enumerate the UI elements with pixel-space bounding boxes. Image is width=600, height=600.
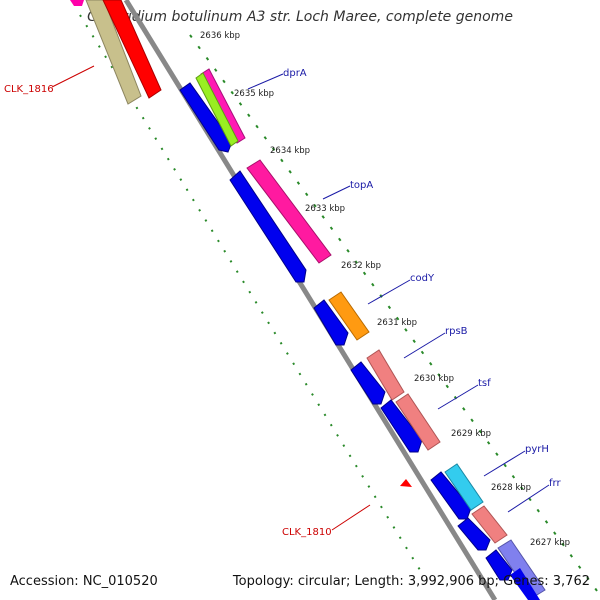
topA-cds — [229, 170, 307, 283]
tick-label-2632: 2632 kbp — [341, 261, 381, 271]
pyrH-cds — [430, 471, 472, 520]
outer-dotted-guide — [79, 14, 421, 571]
bottom-feature-2 — [510, 568, 540, 600]
codY-leader — [367, 279, 411, 305]
clk-1816-leader — [51, 65, 95, 88]
rpsB-leader — [403, 332, 446, 359]
outer-label-clk-1816: CLK_1816 — [4, 84, 54, 95]
clk-1816-feature-b — [102, 0, 162, 99]
codY-cds — [313, 299, 349, 346]
tick-label-2633: 2633 kbp — [305, 204, 345, 214]
tick-label-2634: 2634 kbp — [270, 146, 310, 156]
tsf-cds — [380, 399, 423, 453]
tick-label-2629: 2629 kbp — [451, 429, 491, 439]
tick-label-2635: 2635 kbp — [234, 89, 274, 99]
gene-label-frr: frr — [549, 478, 561, 489]
tick-label-2630: 2630 kbp — [414, 374, 454, 384]
clk-1816-feature-a — [85, 0, 142, 105]
frr-leader — [507, 484, 550, 513]
inner-dotted-guide — [189, 34, 600, 596]
gene-label-topA: topA — [350, 180, 373, 191]
pyrH-leader — [483, 450, 526, 477]
tick-label-2636: 2636 kbp — [200, 31, 240, 41]
dprA-cds — [179, 82, 233, 153]
gene-label-dprA: dprA — [283, 68, 307, 79]
tick-label-2631: 2631 kbp — [377, 318, 417, 328]
gene-label-tsf: tsf — [478, 378, 491, 389]
tick-label-2628: 2628 kbp — [491, 483, 531, 493]
rpsB-cds — [350, 361, 386, 405]
gene-label-rpsB: rpsB — [445, 326, 468, 337]
tsf-feature — [395, 393, 441, 451]
topology-text: Topology: circular; Length: 3,992,906 bp… — [232, 574, 590, 589]
topA-feature — [246, 159, 332, 264]
accession-text: Accession: NC_010520 — [10, 574, 158, 589]
gene-label-pyrH: pyrH — [525, 444, 549, 455]
frr-cds — [457, 517, 491, 551]
tick-label-2627: 2627 kbp — [530, 538, 570, 548]
topA-leader — [322, 185, 351, 200]
dprA-feature-inner — [195, 72, 239, 147]
codY-feature — [328, 291, 370, 341]
map-title: Clostridium botulinum A3 str. Loch Maree… — [87, 9, 513, 25]
frr-feature — [471, 505, 508, 544]
tsf-leader — [437, 384, 479, 410]
outer-label-clk-1810: CLK_1810 — [282, 527, 332, 538]
dprA-leader — [247, 73, 284, 90]
clk-1816-feature-c — [70, 0, 84, 6]
clk-1810-marker — [400, 479, 412, 487]
gene-label-codY: codY — [410, 273, 435, 284]
pyrH-feature — [444, 463, 484, 511]
clk-1810-leader — [331, 504, 371, 531]
rpsB-feature — [366, 349, 405, 401]
